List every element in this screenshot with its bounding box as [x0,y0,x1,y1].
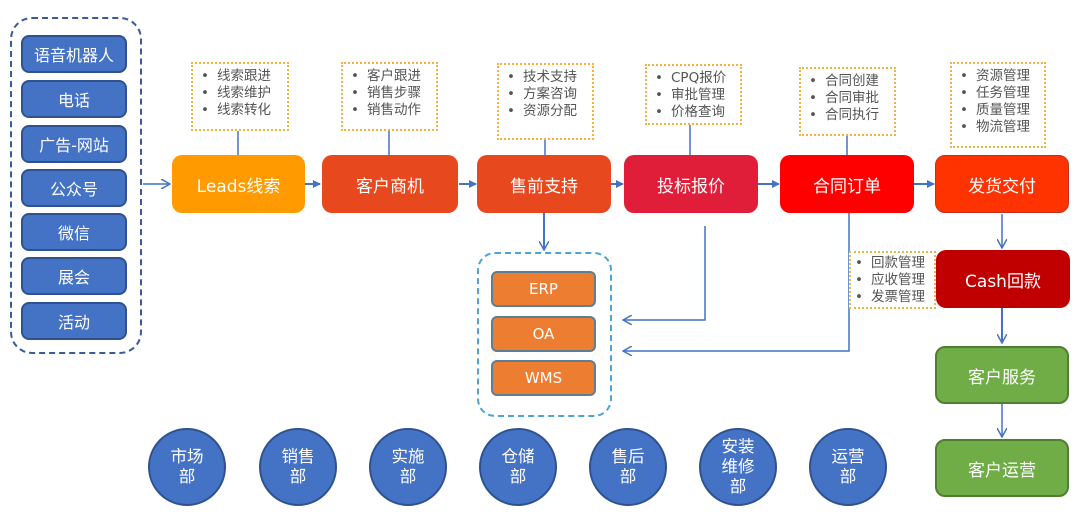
dept-label-line: 运营 [831,447,865,466]
dept-label-line: 部 [839,467,857,486]
note-opportunity: 客户跟进 销售步骤 销售动作 [341,62,438,131]
stage-leads[interactable]: Leads线索 [172,155,305,213]
connector-contract-to-systems [623,213,850,351]
dept-label-line: 仓储 [501,447,535,466]
note-item: CPQ报价 [655,70,734,87]
dept-implementation[interactable]: 实施 部 [369,428,447,506]
stage-contract[interactable]: 合同订单 [780,155,914,213]
dept-label-line: 部 [509,467,527,486]
source-phone[interactable]: 电话 [21,80,127,118]
dept-label-line: 实施 [391,447,425,466]
note-payment: 回款管理 应收管理 发票管理 [849,251,936,309]
source-channels-group [10,17,142,354]
dept-label-line: 部 [178,467,196,486]
stage-opportunity[interactable]: 客户商机 [322,155,458,213]
dept-sales[interactable]: 销售 部 [259,428,337,506]
note-item: 客户跟进 [351,68,430,85]
dept-label-line: 销售 [281,447,315,466]
note-item: 应收管理 [855,272,930,289]
note-leads: 线索跟进 线索维护 线索转化 [191,62,289,131]
dept-label-line: 部 [399,467,417,486]
dept-warehouse[interactable]: 仓储 部 [479,428,557,506]
note-item: 线索维护 [201,85,281,102]
note-item: 质量管理 [960,102,1038,119]
dept-label-line: 售后 [611,447,645,466]
dept-label-line: 维修 [721,457,755,476]
note-item: 价格查询 [655,104,734,121]
stage-customer-service[interactable]: 客户服务 [935,346,1069,404]
source-ad-website[interactable]: 广告-网站 [21,125,127,163]
note-item: 合同审批 [809,90,888,107]
note-item: 销售步骤 [351,85,430,102]
source-event[interactable]: 活动 [21,302,127,340]
stage-customer-operation[interactable]: 客户运营 [935,439,1069,497]
source-wechat[interactable]: 微信 [21,213,127,251]
note-item: 资源管理 [960,68,1038,85]
stage-payment[interactable]: Cash回款 [936,250,1070,308]
note-delivery: 资源管理 任务管理 质量管理 物流管理 [950,62,1046,148]
source-exhibition[interactable]: 展会 [21,257,127,295]
note-item: 审批管理 [655,87,734,104]
note-presales: 技术支持 方案咨询 资源分配 [497,63,594,140]
source-official-account[interactable]: 公众号 [21,169,127,207]
note-item: 合同执行 [809,107,888,124]
dept-after-sales[interactable]: 售后 部 [589,428,667,506]
source-voice-robot[interactable]: 语音机器人 [21,35,127,73]
dept-label-line: 市场 [170,447,204,466]
note-item: 回款管理 [855,255,930,272]
systems-group [477,252,612,417]
note-item: 线索跟进 [201,68,281,85]
note-item: 发票管理 [855,289,930,306]
system-erp[interactable]: ERP [491,271,596,307]
note-item: 线索转化 [201,102,281,119]
dept-label-line: 部 [729,477,747,496]
note-item: 任务管理 [960,85,1038,102]
dept-operations[interactable]: 运营 部 [809,428,887,506]
dept-label-line: 部 [289,467,307,486]
note-item: 方案咨询 [507,86,586,103]
stage-delivery[interactable]: 发货交付 [935,155,1069,213]
note-item: 物流管理 [960,119,1038,136]
dept-installation-maintenance[interactable]: 安装 维修 部 [699,428,777,506]
connector-bidding-to-systems [623,226,706,320]
dept-label-line: 安装 [721,437,755,456]
note-item: 销售动作 [351,102,430,119]
system-oa[interactable]: OA [491,316,596,352]
stage-bidding[interactable]: 投标报价 [624,155,758,213]
dept-label-line: 部 [619,467,637,486]
stage-presales[interactable]: 售前支持 [477,155,611,213]
note-bidding: CPQ报价 审批管理 价格查询 [645,64,742,125]
note-item: 技术支持 [507,69,586,86]
note-item: 资源分配 [507,103,586,120]
dept-marketing[interactable]: 市场 部 [148,428,226,506]
note-item: 合同创建 [809,73,888,90]
note-contract: 合同创建 合同审批 合同执行 [799,67,896,136]
system-wms[interactable]: WMS [491,360,596,396]
